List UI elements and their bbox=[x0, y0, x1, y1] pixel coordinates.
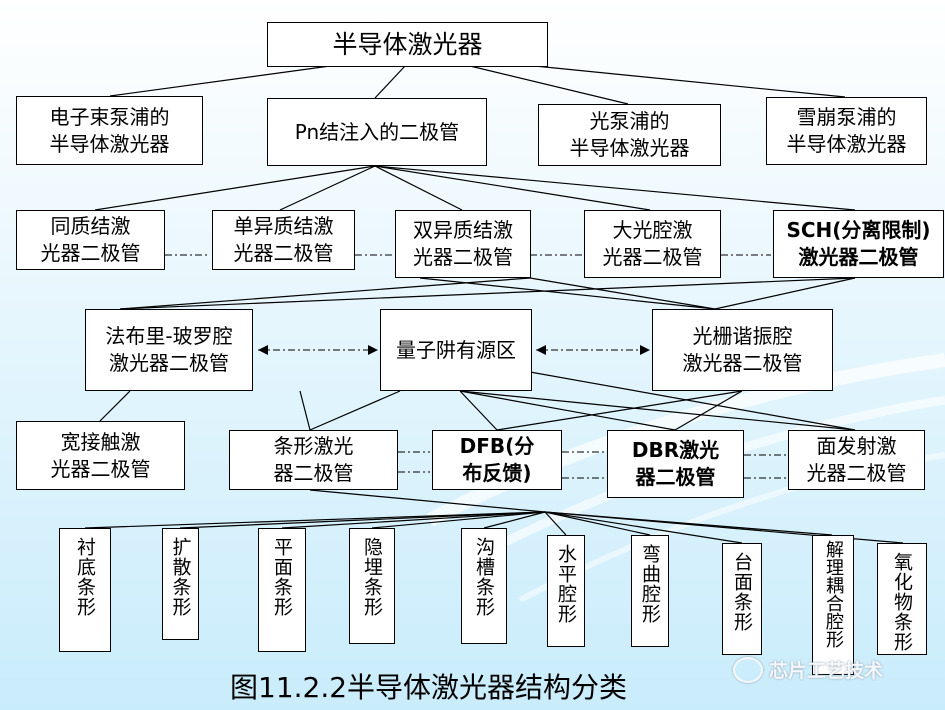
wechat-icon bbox=[733, 656, 763, 683]
node-large-optical-cavity-ld: 大光腔激 光器二极管 bbox=[584, 210, 721, 278]
leaf-label: 衬底条形 bbox=[74, 537, 96, 617]
leaf-label: 隐埋条形 bbox=[361, 537, 383, 617]
node-pn-junction-diode: Pn结注入的二极管 bbox=[267, 98, 487, 166]
leaf-label: 氧化物条形 bbox=[891, 552, 913, 652]
leaf-groove-stripe: 沟槽条形 bbox=[461, 528, 507, 644]
leaf-planar-stripe: 平面条形 bbox=[258, 528, 306, 652]
node-dbr-ld: DBR激光 器二极管 bbox=[607, 430, 744, 498]
node-quantum-well-active: 量子阱有源区 bbox=[380, 309, 532, 391]
leaf-cleaved-coupled-cavity: 解理耦合腔形 bbox=[812, 535, 854, 675]
leaf-curved-cavity: 弯曲腔形 bbox=[631, 535, 669, 647]
leaf-substrate-stripe: 衬底条形 bbox=[59, 528, 111, 652]
leaf-horizontal-cavity: 水平腔形 bbox=[547, 535, 585, 647]
leaf-label: 台面条形 bbox=[731, 552, 753, 632]
node-double-heterojunction-ld: 双异质结激 光器二极管 bbox=[395, 210, 531, 278]
leaf-buried-stripe: 隐埋条形 bbox=[349, 528, 395, 644]
node-surface-emitting-ld: 面发射激 光器二极管 bbox=[788, 430, 925, 490]
leaf-mesa-stripe: 台面条形 bbox=[722, 543, 762, 655]
node-homojunction-ld: 同质结激 光器二极管 bbox=[16, 210, 165, 270]
leaf-label: 平面条形 bbox=[271, 537, 293, 617]
node-sch-ld: SCH(分离限制) 激光器二极管 bbox=[773, 210, 944, 278]
node-dfb: DFB(分 布反馈) bbox=[432, 430, 562, 490]
watermark-text: 芯片工艺技术 bbox=[769, 660, 884, 682]
node-stripe-ld: 条形激光 器二极管 bbox=[229, 430, 398, 490]
leaf-label: 扩散条形 bbox=[169, 537, 192, 617]
node-optically-pumped: 光泵浦的 半导体激光器 bbox=[538, 104, 721, 166]
leaf-diffusion-stripe: 扩散条形 bbox=[162, 528, 199, 640]
node-fabry-perot-ld: 法布里-玻罗腔 激光器二极管 bbox=[85, 309, 253, 391]
figure-caption: 图11.2.2半导体激光器结构分类 bbox=[230, 671, 628, 704]
node-broad-contact-ld: 宽接触激 光器二极管 bbox=[16, 421, 185, 490]
leaf-label: 弯曲腔形 bbox=[639, 544, 661, 624]
node-single-heterojunction-ld: 单异质结激 光器二极管 bbox=[212, 210, 355, 270]
node-avalanche-pumped: 雪崩泵浦的 半导体激光器 bbox=[766, 97, 927, 165]
node-grating-resonator-ld: 光栅谐振腔 激光器二极管 bbox=[652, 309, 833, 391]
leaf-label: 解理耦合腔形 bbox=[823, 540, 844, 648]
leaf-oxide-stripe: 氧化物条形 bbox=[877, 543, 927, 655]
root-semiconductor-laser: 半导体激光器 bbox=[267, 22, 548, 67]
leaf-label: 水平腔形 bbox=[555, 544, 577, 624]
leaf-label: 沟槽条形 bbox=[473, 537, 495, 617]
watermark: 芯片工艺技术 bbox=[733, 656, 883, 683]
node-electron-beam-pumped: 电子束泵浦的 半导体激光器 bbox=[16, 96, 203, 165]
